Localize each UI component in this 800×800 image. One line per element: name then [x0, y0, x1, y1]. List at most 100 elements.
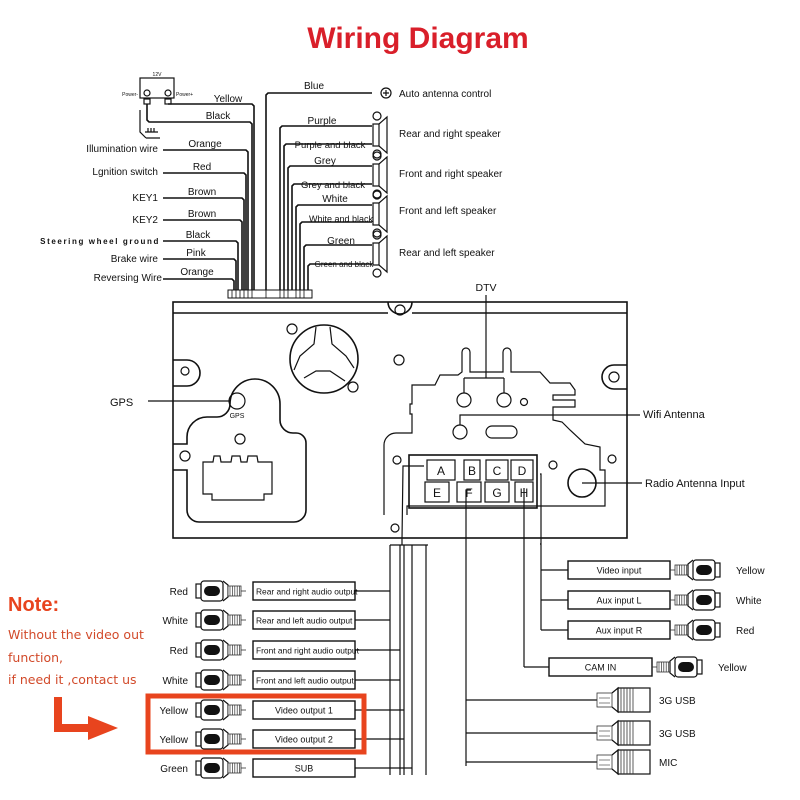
rca-plug-icon [195, 580, 246, 602]
rca-plug-icon [195, 699, 246, 721]
speaker-icon [372, 190, 388, 238]
speaker-label-rear-left: Rear and left speaker [399, 248, 495, 259]
radio-antenna-label: Radio Antenna Input [645, 478, 745, 490]
speaker-icon [372, 111, 388, 159]
wifi-lead [459, 414, 640, 425]
dtv-lead [463, 295, 505, 393]
wire-function-illumination: Illumination wire [86, 144, 158, 155]
port-a [426, 459, 456, 481]
port-e [424, 481, 450, 503]
wire-color-pink: Pink [186, 248, 206, 259]
input-row: Aux input L White [567, 589, 762, 611]
port-g [484, 481, 510, 503]
battery-neg-label: Power- [122, 92, 138, 98]
wire-function-key2: KEY2 [132, 215, 158, 226]
note-line-2: function, [8, 650, 63, 665]
output-color-label: Red [170, 646, 188, 657]
port-c [485, 459, 509, 481]
video-output-highlight [145, 693, 367, 755]
output-color-label: Yellow [159, 735, 188, 746]
output-color-label: Green [160, 764, 188, 775]
rca-plug-icon [670, 559, 721, 581]
wire-color-brown-2: Brown [188, 209, 216, 220]
input-label: Video input [597, 566, 642, 576]
wire-function-steering-ground: Steering wheel ground [40, 237, 160, 246]
speaker-wire-purple: Purple [308, 116, 337, 127]
gps-label: GPS [110, 397, 133, 409]
wire-function-reversing: Reversing Wire [94, 273, 163, 284]
dtv-label: DTV [476, 282, 497, 294]
rca-plug-icon [670, 589, 721, 611]
usb-row: 3G USB [596, 686, 696, 714]
arrow-icon [54, 697, 118, 740]
speaker-group [372, 111, 388, 278]
wire-color-orange-2: Orange [180, 267, 214, 278]
left-wire-bundle [146, 92, 372, 298]
port-b [463, 459, 481, 481]
port-label: G [492, 486, 501, 500]
speaker-wire-white-black: White and black [309, 214, 374, 224]
output-label: Rear and left audio output [256, 616, 353, 626]
wire-color-yellow: Yellow [214, 94, 243, 105]
speaker-wire-green-black: Green and black [315, 260, 375, 269]
speaker-label-rear-right: Rear and right speaker [399, 129, 501, 140]
speaker-wire-grey-black: Grey and black [301, 180, 365, 191]
usb-connector-icon [596, 748, 651, 776]
rca-plug-icon [195, 639, 246, 661]
speaker-wire-white: White [322, 194, 348, 205]
output-color-label: White [162, 676, 188, 687]
output-color-label: Yellow [159, 706, 188, 717]
speaker-wire-grey: Grey [314, 156, 336, 167]
usb-connector-icon [596, 719, 651, 747]
output-row: Green SUB [160, 757, 412, 779]
rca-plug-icon [195, 609, 246, 631]
speaker-icon [372, 151, 388, 199]
output-color-label: White [162, 616, 188, 627]
input-label: Aux input L [596, 596, 641, 606]
usb-row: 3G USB [596, 719, 696, 747]
port-label: E [433, 486, 441, 500]
wire-color-blue: Blue [304, 81, 324, 92]
plus-terminal-icon [380, 87, 392, 99]
output-row: Yellow Video output 1 [159, 699, 404, 721]
output-label: Video output 1 [275, 706, 333, 716]
wifi-antenna-label: Wifi Antenna [643, 409, 706, 421]
note-line-1: Without the video out [8, 627, 144, 642]
speaker-label-front-right: Front and right speaker [399, 169, 503, 180]
output-row: White Rear and left audio output [162, 609, 390, 631]
wire-color-red: Red [193, 162, 211, 173]
usb-connector-icon [596, 686, 651, 714]
rca-plug-icon [670, 619, 721, 641]
head-unit-back-panel [172, 301, 628, 539]
port-label: D [518, 464, 527, 478]
harness-connector [227, 289, 313, 299]
output-row: Red Rear and right audio output [170, 580, 390, 602]
rca-plug-icon [195, 757, 246, 779]
battery-voltage: 12V [153, 72, 163, 78]
speaker-label-front-left: Front and left speaker [399, 206, 497, 217]
speaker-wire-green: Green [327, 236, 355, 247]
note-title: Note: [8, 594, 59, 616]
usb-label: MIC [659, 758, 677, 769]
port-label: C [493, 464, 502, 478]
output-label: SUB [295, 764, 314, 774]
usb-connectors: 3G USB 3G USB MIC [596, 686, 696, 776]
port-label: B [468, 464, 476, 478]
port-label: A [437, 464, 445, 478]
wire-color-black-2: Black [186, 230, 211, 241]
input-color-label: White [736, 596, 762, 607]
wire-color-brown-1: Brown [188, 187, 216, 198]
output-color-label: Red [170, 587, 188, 598]
wire-function-brake: Brake wire [111, 254, 159, 265]
output-label: Front and left audio output [256, 676, 354, 686]
port-d [510, 459, 534, 481]
note-line-3: if need it ,contact us [8, 672, 137, 687]
output-row: White Front and left audio output [162, 669, 400, 691]
port-f [456, 481, 482, 503]
input-color-label: Yellow [736, 566, 765, 577]
usb-row: MIC [596, 748, 677, 776]
input-color-label: Yellow [718, 663, 747, 674]
output-label: Rear and right audio output [256, 587, 358, 597]
